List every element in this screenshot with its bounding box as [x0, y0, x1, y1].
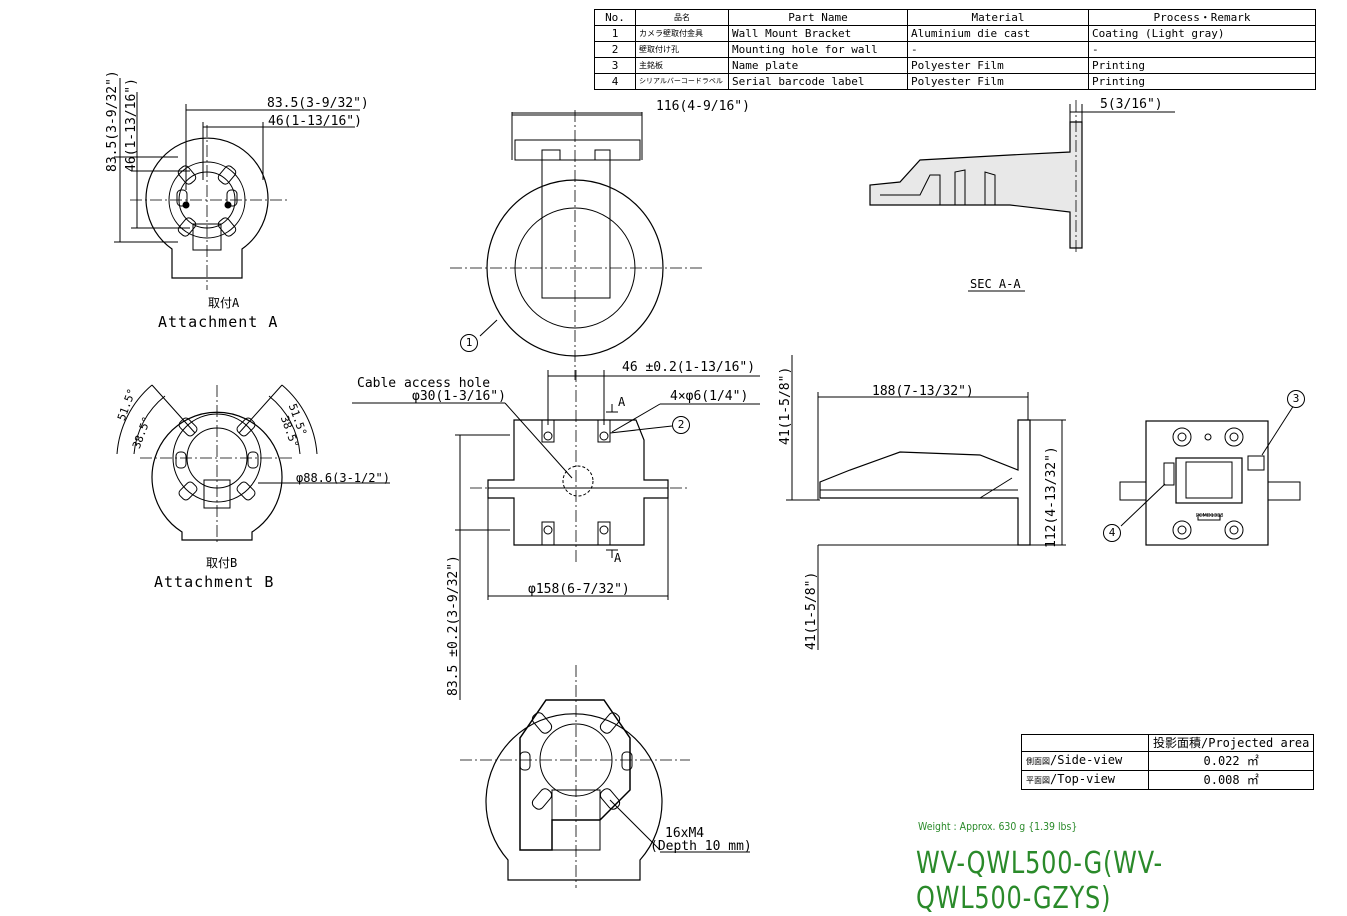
attachment-a-view: [114, 78, 360, 290]
row-no: 1: [594, 25, 636, 42]
table-row: 4 シリアルバーコードラベル Serial barcode label Poly…: [594, 73, 1316, 90]
area-table-corner: [1021, 734, 1149, 752]
area-table-header: 投影面積/Projected area: [1021, 734, 1315, 752]
area-row-label-jp: 平面図: [1026, 776, 1050, 785]
table-row: 平面図/Top-view 0.008 ㎡: [1021, 770, 1315, 790]
header-no: No.: [594, 9, 636, 26]
dim-mount-holes: 4×φ6(1/4"): [670, 389, 749, 404]
area-row-label-jp: 側面図: [1026, 757, 1050, 766]
header-part-name: Part Name: [728, 9, 908, 26]
cable-access-hole-diameter: φ30(1-3/16"): [412, 389, 506, 404]
area-row-value: 0.008 ㎡: [1147, 770, 1315, 790]
parts-table-header: No. 品名 Part Name Material Process・Remark: [594, 9, 1316, 26]
section-mark-top: A: [618, 395, 626, 409]
section-a-a-view: [869, 100, 1175, 292]
row-name: Name plate: [728, 57, 908, 74]
dim-base-diameter: φ158(6-7/32"): [528, 582, 630, 597]
plate-front-view: [1119, 404, 1301, 546]
attachment-b-view: [116, 384, 390, 545]
callout-2: 2: [672, 416, 690, 434]
row-jp: カメラ壁取付金具: [635, 25, 729, 42]
row-remark: Coating (Light gray): [1088, 25, 1316, 42]
header-jp-name: 品名: [635, 9, 729, 26]
area-row-label: 側面図/Side-view: [1021, 751, 1149, 771]
section-a-a-label: SEC A-A: [970, 277, 1021, 291]
dim-top-offset: 41(1-5/8"): [778, 366, 793, 445]
table-row: 側面図/Side-view 0.022 ㎡: [1021, 751, 1315, 771]
arm-side-view: [786, 355, 1066, 650]
dim-attach-a-height-outer: 83.5(3-9/32"): [105, 70, 120, 172]
row-remark: Printing: [1088, 73, 1316, 90]
row-no: 3: [594, 57, 636, 74]
dim-bracket-depth: 83.5 ±0.2(3-9/32"): [446, 555, 461, 696]
attachment-b-label: Attachment B: [154, 573, 275, 591]
parts-table: No. 品名 Part Name Material Process・Remark…: [594, 9, 1316, 90]
row-remark: -: [1088, 41, 1316, 58]
area-row-label-en: /Side-view: [1050, 753, 1123, 767]
area-row-label-en: /Top-view: [1050, 772, 1116, 786]
header-material: Material: [907, 9, 1089, 26]
row-material: Polyester Film: [907, 57, 1089, 74]
dim-hole-spacing: 46 ±0.2(1-13/16"): [622, 360, 756, 375]
section-mark-bottom: A: [614, 551, 622, 565]
attachment-a-label: Attachment A: [158, 313, 279, 331]
dim-plate-thickness: 5(3/16"): [1100, 97, 1163, 112]
row-jp: 壁取付け孔: [635, 41, 729, 58]
callout-3: 3: [1287, 390, 1305, 408]
bottom-view: [460, 665, 750, 888]
weight-note: Weight : Approx. 630 g {1.39 lbs}: [918, 820, 1078, 833]
row-jp: 主銘板: [635, 57, 729, 74]
row-material: -: [907, 41, 1089, 58]
cable-access-hole-label: Cable access hole: [357, 376, 491, 391]
row-material: Polyester Film: [907, 73, 1089, 90]
dim-arm-length: 188(7-13/32"): [872, 384, 974, 399]
dim-attach-a-width-outer: 83.5(3-9/32"): [267, 96, 369, 111]
model-number: WV-QWL500-G(WV-QWL500-GZYS): [916, 846, 1163, 916]
callout-4: 4: [1103, 524, 1121, 542]
row-name: Serial barcode label: [728, 73, 908, 90]
screw-depth: (Depth 10 mm): [650, 839, 752, 854]
dim-attach-a-height-inner: 46(1-13/16"): [124, 78, 139, 172]
dim-bracket-width: 116(4-9/16"): [656, 99, 750, 114]
attachment-b-jp-label: 取付B: [206, 556, 238, 570]
row-name: Mounting hole for wall: [728, 41, 908, 58]
table-row: 1 カメラ壁取付金具 Wall Mount Bracket Aluminium …: [594, 25, 1316, 42]
dim-bottom-offset: 41(1-5/8"): [804, 571, 819, 650]
main-top-view: [450, 110, 705, 380]
row-material: Aluminium die cast: [907, 25, 1089, 42]
screw-spec: 16xM4: [665, 826, 705, 841]
table-row: 3 主銘板 Name plate Polyester Film Printing: [594, 57, 1316, 74]
callout-1: 1: [460, 334, 478, 352]
attachment-a-jp-label: 取付A: [208, 296, 240, 310]
row-remark: Printing: [1088, 57, 1316, 74]
area-table-header-label: 投影面積/Projected area: [1147, 734, 1315, 752]
table-row: 2 壁取付け孔 Mounting hole for wall - -: [594, 41, 1316, 58]
row-jp: シリアルバーコードラベル: [635, 73, 729, 90]
row-no: 4: [594, 73, 636, 90]
row-no: 2: [594, 41, 636, 58]
header-remark: Process・Remark: [1088, 9, 1316, 26]
name-plate-text: PCMD1338: [1196, 513, 1224, 519]
dim-attach-b-diameter: φ88.6(3-1/2"): [296, 471, 390, 485]
area-row-value: 0.022 ㎡: [1147, 751, 1315, 771]
projected-area-table: 投影面積/Projected area 側面図/Side-view 0.022 …: [1021, 734, 1315, 790]
row-name: Wall Mount Bracket: [728, 25, 908, 42]
dim-attach-a-width-inner: 46(1-13/16"): [268, 114, 362, 129]
area-row-label: 平面図/Top-view: [1021, 770, 1149, 790]
dim-plate-height: 112(4-13/32"): [1044, 446, 1059, 548]
main-side-view: [352, 370, 760, 700]
